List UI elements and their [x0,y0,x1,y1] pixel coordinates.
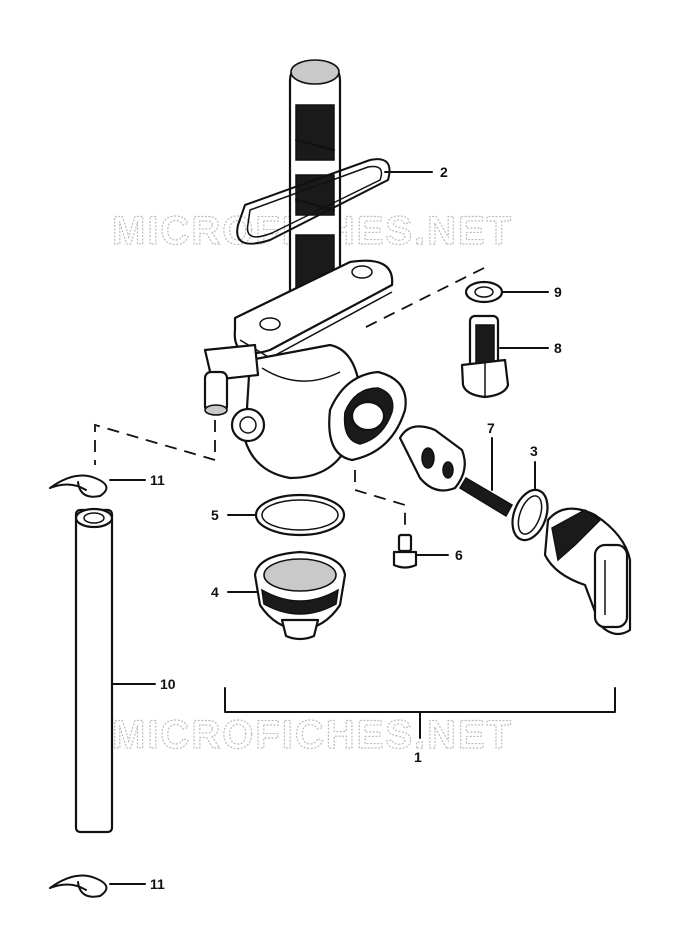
callout-11-bottom: 11 [150,876,165,892]
part-3-o-ring [511,488,549,542]
part-8-bolt [460,314,510,399]
valve-body [203,343,407,480]
callout-3: 3 [530,443,538,459]
watermark-bottom: MICROFICHES.NET [112,713,513,757]
callout-10: 10 [160,676,176,692]
valve-lever-handle [543,507,632,636]
part-4-sediment-cup [253,550,347,641]
assembly-bracket [224,687,616,713]
callout-1: 1 [414,749,422,765]
callout-6: 6 [455,547,463,563]
callout-4: 4 [211,584,219,600]
part-11-clip-top [49,474,108,498]
callout-9: 9 [554,284,562,300]
strainer-gasket-ring [236,158,391,245]
part-10-fuel-hose [74,507,114,834]
callout-5: 5 [211,507,219,523]
lever-shaft [398,425,466,492]
part-6-screw [392,533,418,569]
assembly-line-bolt [359,267,485,331]
callout-8: 8 [554,340,562,356]
callout-11-top: 11 [150,472,165,488]
assembly-line-hose [94,420,216,465]
part-5-gasket [254,493,346,537]
part-9-washer [464,280,504,304]
part-11-clip-bottom [49,874,108,898]
callout-2: 2 [440,164,448,180]
callout-7: 7 [487,420,495,436]
assembly-line-screw [354,470,406,530]
part-7-spring [458,476,514,518]
